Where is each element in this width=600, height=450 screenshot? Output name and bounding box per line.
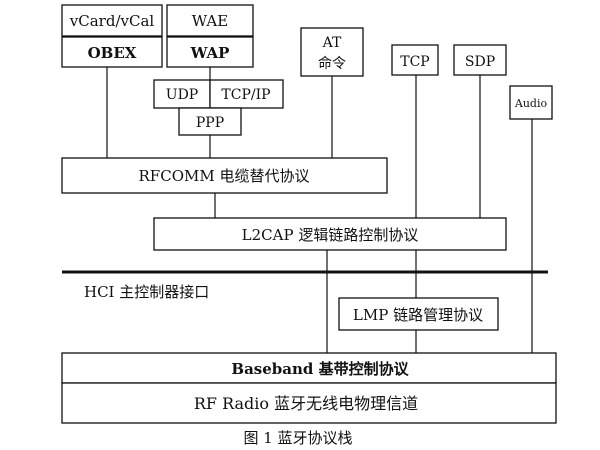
audio-block [509, 85, 553, 120]
figure-caption: 图 1 蓝牙协议栈 [243, 429, 352, 447]
wap-block [166, 36, 254, 68]
connector-lines [106, 64, 533, 353]
at-command-block [300, 27, 364, 77]
protocol-labels: vCard/vCal OBEX WAE WAP AT 命令 TCP SDP Au… [69, 12, 548, 413]
lmp-label: LMP 链路管理协议 [353, 306, 483, 324]
lmp-block [338, 297, 499, 331]
ppp-block [178, 107, 242, 136]
vcard-label: vCard/vCal [69, 12, 155, 30]
hci-label: HCI 主控制器接口 [84, 283, 209, 301]
wap-label: WAP [190, 44, 230, 62]
udp-label: UDP [166, 87, 198, 103]
l2cap-label: L2CAP 逻辑链路控制协议 [242, 226, 419, 244]
audio-label: Audio [514, 97, 548, 110]
at-label: AT [322, 35, 342, 51]
rfcomm-block [61, 157, 388, 194]
tcpip-label: TCP/IP [221, 87, 270, 103]
obex-block [61, 36, 163, 68]
obex-label: OBEX [88, 44, 137, 62]
protocol-blocks [61, 4, 557, 424]
sdp-block [453, 44, 507, 76]
vcard-block [61, 4, 163, 37]
at-command-label: 命令 [318, 55, 346, 72]
wae-block [166, 4, 254, 37]
ppp-label: PPP [196, 115, 224, 131]
tcp-block [391, 44, 439, 76]
wae-label: WAE [192, 12, 228, 30]
l2cap-block [153, 217, 507, 251]
tcp-label: TCP [400, 54, 429, 70]
sdp-label: SDP [465, 54, 495, 70]
rf-label: RF Radio 蓝牙无线电物理信道 [194, 394, 418, 413]
tcpip-block [209, 79, 284, 109]
baseband-label: Baseband 基带控制协议 [231, 360, 409, 378]
udp-block [153, 79, 211, 109]
rfcomm-label: RFCOMM 电缆替代协议 [139, 167, 310, 185]
rf-block [61, 382, 557, 424]
